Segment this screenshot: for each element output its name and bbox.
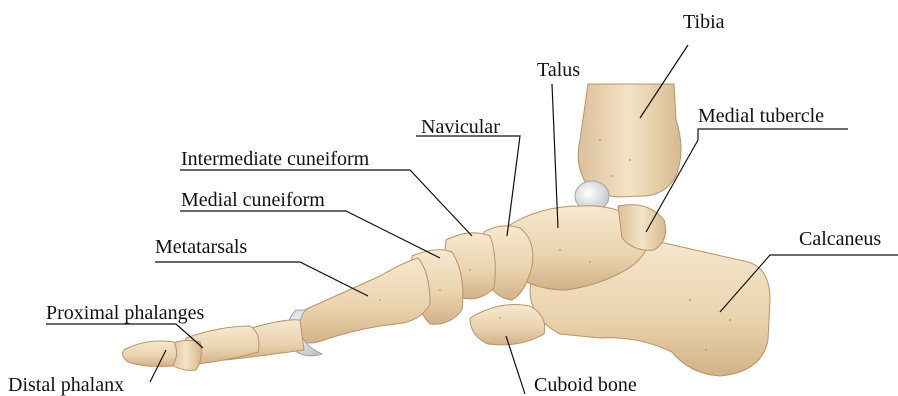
first-metatarsal-bone xyxy=(294,258,430,343)
label-distal-phalanx: Distal phalanx xyxy=(8,374,124,396)
label-talus: Talus xyxy=(537,59,580,81)
label-medial-tubercle: Medial tubercle xyxy=(698,105,824,127)
label-cuboid-bone: Cuboid bone xyxy=(534,374,637,396)
label-proximal-phalanges: Proximal phalanges xyxy=(46,302,204,324)
metatarsals-leader-line xyxy=(155,262,368,296)
label-metatarsals: Metatarsals xyxy=(155,236,247,258)
talus-leader-line xyxy=(552,84,558,228)
label-intermediate-cuneiform: Intermediate cuneiform xyxy=(181,148,369,170)
label-calcaneus: Calcaneus xyxy=(799,228,881,250)
navicular-leader-line xyxy=(416,136,520,236)
label-tibia: Tibia xyxy=(683,11,725,33)
tibia-bone xyxy=(578,84,681,197)
cuboid-bone-leader-line xyxy=(506,336,525,394)
label-medial-cuneiform: Medial cuneiform xyxy=(181,189,325,211)
distal-phalanx-bone xyxy=(123,341,177,367)
label-navicular: Navicular xyxy=(421,116,500,138)
